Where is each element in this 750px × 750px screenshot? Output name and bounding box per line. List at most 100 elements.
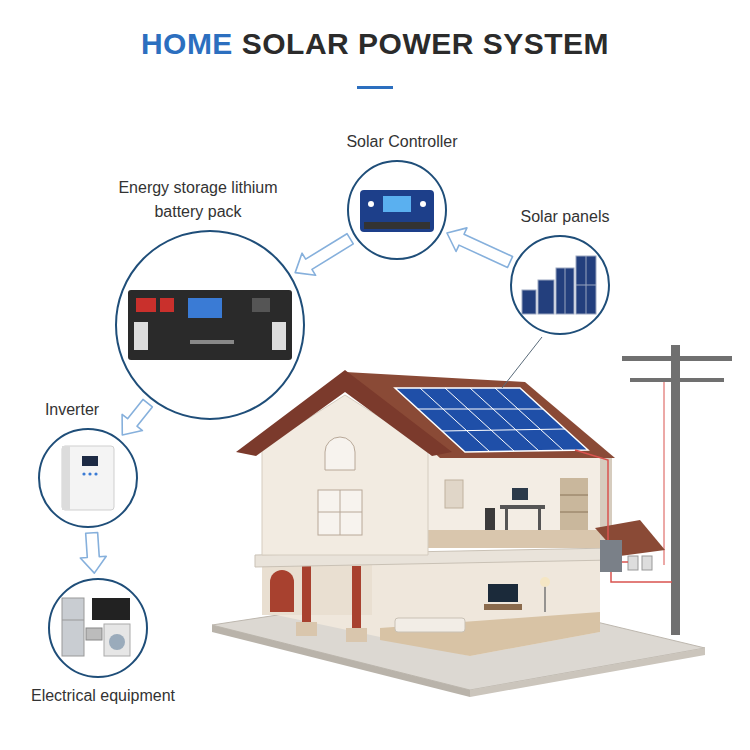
circle-outline <box>39 429 137 527</box>
battery-icon <box>128 290 292 360</box>
house-illustration <box>442 429 565 431</box>
controller-icon <box>360 190 434 232</box>
utility-pole <box>671 345 680 635</box>
circle-outline <box>49 579 147 677</box>
circle-outline <box>115 230 305 420</box>
house-illustration <box>270 570 294 612</box>
house-illustration <box>622 561 628 563</box>
house-illustration <box>544 584 546 612</box>
house-illustration <box>484 604 522 610</box>
house-illustration <box>470 648 705 697</box>
battery-icon <box>252 298 270 312</box>
house-illustration <box>642 556 652 570</box>
house-illustration <box>445 480 463 508</box>
battery-icon <box>128 290 292 360</box>
component-circle: Solar panels <box>510 235 610 335</box>
house-illustration <box>600 540 622 572</box>
inverter-icon <box>62 446 114 510</box>
house-illustration <box>302 566 311 626</box>
house-illustration <box>352 566 361 632</box>
circle-outline <box>511 236 609 334</box>
house-illustration <box>425 455 600 548</box>
house-illustration <box>505 509 508 530</box>
component-label: Electrical equipment <box>13 684 193 708</box>
controller-icon <box>420 201 426 207</box>
flow-arrow <box>447 228 513 268</box>
component-circle: Electrical equipment <box>48 578 148 678</box>
panels-icon <box>576 256 596 314</box>
house-illustration <box>318 512 362 513</box>
house-illustration <box>500 505 545 509</box>
house-illustration <box>236 370 452 456</box>
circle-outline <box>116 231 304 419</box>
house-illustration <box>495 388 563 450</box>
panels-icon <box>522 256 596 314</box>
component-circle: Inverter <box>38 428 138 528</box>
battery-icon <box>134 322 148 350</box>
appliances-icon <box>62 598 130 656</box>
component-circle: Energy storage lithium battery pack <box>115 230 305 420</box>
circle-outline <box>348 161 446 259</box>
title-word: SOLAR <box>242 27 350 60</box>
house-illustration <box>560 495 588 496</box>
flow-arrow <box>295 234 353 276</box>
appliances-icon <box>86 628 102 640</box>
panels-icon <box>576 285 596 286</box>
house-illustration <box>540 577 550 587</box>
appliances-icon <box>62 598 84 656</box>
circle-outline <box>510 235 610 335</box>
component-label: Inverter <box>32 398 112 422</box>
panels-icon <box>522 290 536 314</box>
appliances-icon <box>104 624 130 656</box>
battery-icon <box>160 298 174 312</box>
title-underline <box>357 86 393 89</box>
inverter-icon <box>62 446 70 510</box>
house-illustration <box>512 488 528 500</box>
battery-icon <box>190 340 234 344</box>
house-illustration <box>575 450 608 540</box>
leader-line <box>502 337 542 388</box>
utility-pole <box>664 382 665 565</box>
house-illustration <box>538 509 541 530</box>
leader-line <box>502 337 542 388</box>
controller-icon <box>360 190 434 232</box>
house-illustration <box>488 584 518 602</box>
inverter-icon <box>62 446 114 510</box>
component-circle: Solar Controller <box>347 160 447 260</box>
controller-icon <box>364 222 430 229</box>
component-label: Solar panels <box>505 205 625 229</box>
title-word: POWER <box>358 27 474 60</box>
appliances-icon <box>109 634 125 650</box>
diagram-title: HOME SOLAR POWER SYSTEM <box>0 26 750 62</box>
house-illustration <box>212 370 705 697</box>
title-underline <box>357 86 393 89</box>
utility-pole <box>622 345 732 635</box>
inverter-icon <box>88 472 91 475</box>
panels-icon <box>538 280 554 314</box>
panels-icon <box>556 268 574 314</box>
house-illustration <box>395 618 465 632</box>
house-illustration <box>485 508 495 530</box>
battery-icon <box>272 322 286 350</box>
house-illustration <box>560 478 588 530</box>
house-illustration <box>425 530 600 548</box>
title-word: HOME <box>141 27 233 60</box>
appliances-icon <box>62 620 84 621</box>
house-illustration <box>346 628 367 642</box>
utility-pole <box>622 356 732 361</box>
house-illustration <box>560 512 588 513</box>
house-illustration <box>445 388 514 451</box>
house-illustration <box>628 556 638 570</box>
utility-pole <box>630 378 724 382</box>
component-label: Solar Controller <box>317 130 487 154</box>
circle-outline <box>347 160 447 260</box>
house-illustration <box>325 437 355 470</box>
component-label: Energy storage lithium battery pack <box>103 176 293 224</box>
panels-icon <box>565 268 566 314</box>
circle-outline <box>48 578 148 678</box>
battery-icon <box>136 298 156 312</box>
battery-icon <box>188 298 222 318</box>
